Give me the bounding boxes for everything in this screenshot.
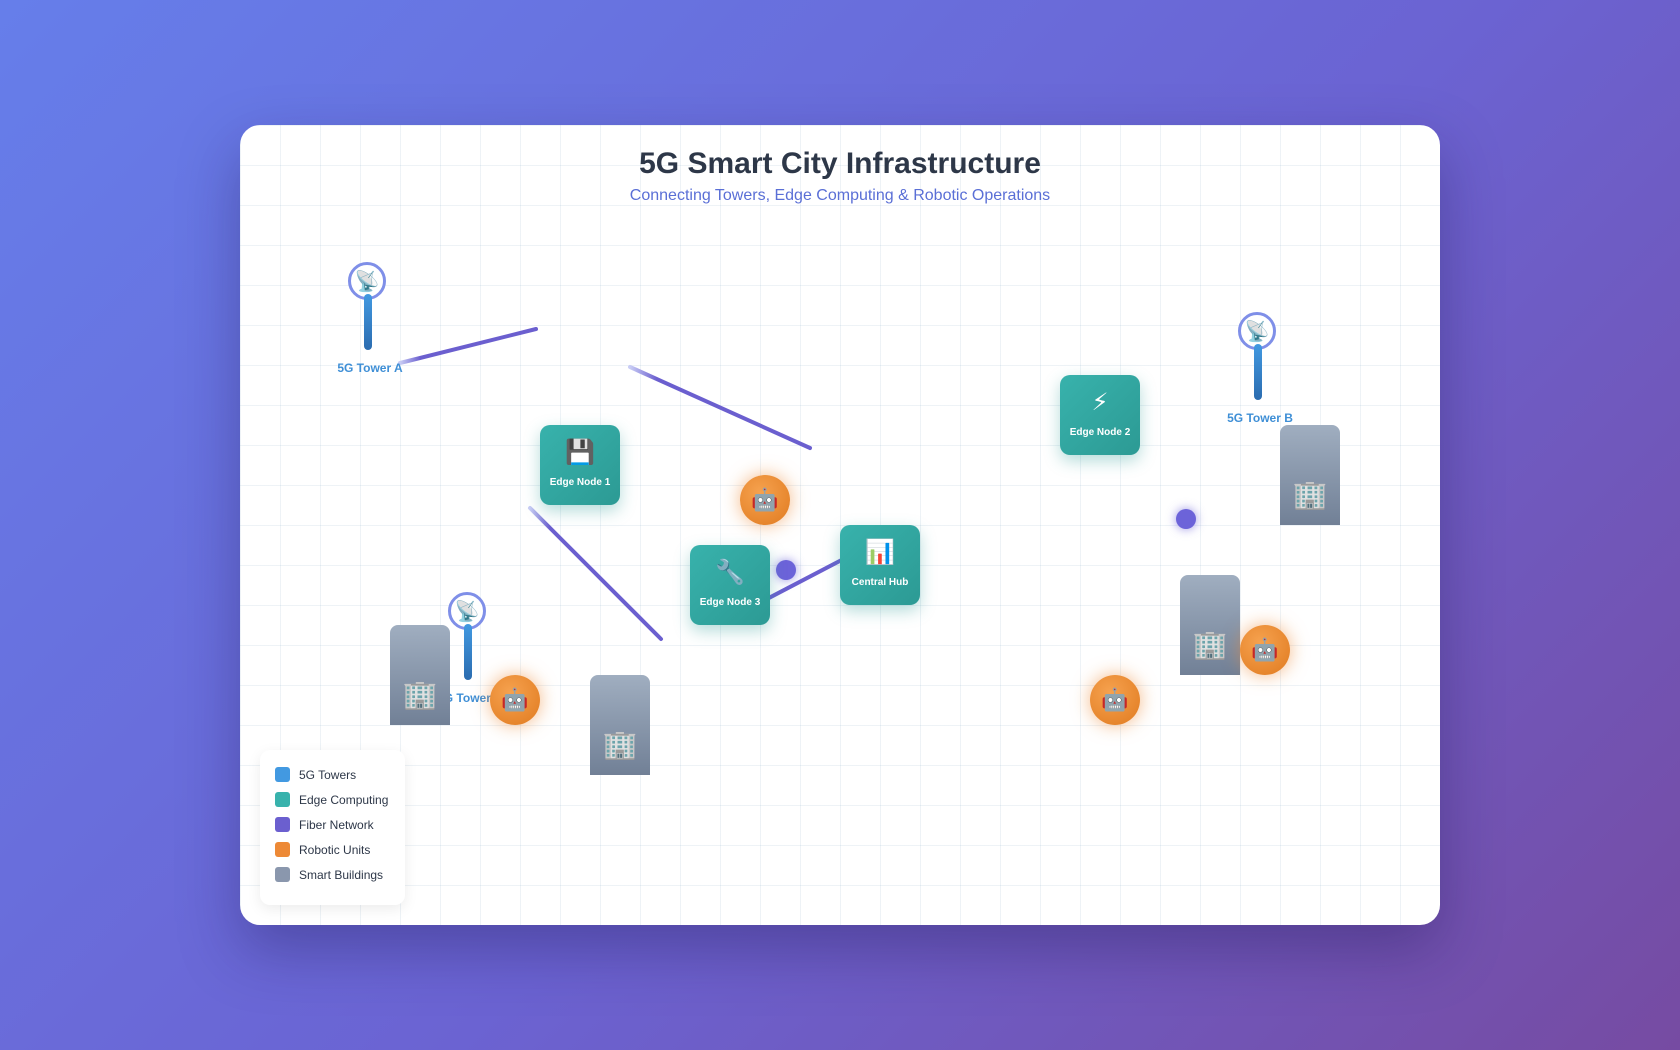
legend-label: Edge Computing — [299, 792, 389, 807]
data-packet — [776, 560, 796, 580]
smart-building[interactable]: 🏢 — [1280, 425, 1340, 525]
robot-icon: 🤖 — [1251, 637, 1279, 662]
lightning-icon: ⚡ — [1091, 389, 1109, 416]
smart-building[interactable]: 🏢 — [390, 625, 450, 725]
edge-node-2[interactable]: ⚡ Edge Node 2 — [1060, 375, 1140, 455]
robotic-unit[interactable]: 🤖 — [490, 675, 540, 725]
satellite-antenna-icon: 📡 — [348, 262, 386, 300]
edge-node-label: Edge Node 3 — [699, 597, 761, 608]
bar-chart-icon: 📊 — [865, 539, 895, 566]
legend: 5G Towers Edge Computing Fiber Network R… — [260, 750, 405, 905]
legend-item-buildings: Smart Buildings — [275, 862, 390, 887]
legend-swatch — [275, 867, 290, 882]
robot-icon: 🤖 — [751, 487, 779, 512]
tower-mast — [464, 624, 472, 680]
robot-icon: 🤖 — [501, 687, 529, 712]
legend-item-fiber: Fiber Network — [275, 812, 390, 837]
tower-label: 5G Tower B — [1227, 411, 1293, 425]
legend-item-towers: 5G Towers — [275, 762, 390, 787]
fiber-links — [398, 325, 880, 675]
legend-label: Smart Buildings — [299, 867, 384, 882]
robotic-unit[interactable]: 🤖 — [740, 475, 790, 525]
satellite-antenna-icon: 📡 — [1238, 312, 1276, 350]
legend-label: Fiber Network — [299, 817, 374, 832]
floppy-disk-icon: 💾 — [565, 439, 595, 466]
tower-label: 5G Tower A — [337, 361, 403, 375]
smart-building[interactable]: 🏢 — [1180, 575, 1240, 675]
tower-label: 5G Tower C — [437, 691, 503, 705]
legend-item-robots: Robotic Units — [275, 837, 390, 862]
legend-swatch — [275, 792, 290, 807]
diagram-canvas: 5G Smart City Infrastructure Connecting … — [240, 125, 1440, 925]
edge-node-label: Central Hub — [851, 577, 909, 588]
page-subtitle: Connecting Towers, Edge Computing & Robo… — [629, 187, 1051, 204]
building-icon: 🏢 — [602, 729, 638, 760]
building-icon: 🏢 — [402, 679, 438, 710]
fiber-link — [528, 506, 663, 641]
central-hub[interactable]: 📊 Central Hub — [840, 525, 920, 605]
legend-label: 5G Towers — [299, 767, 357, 782]
building-icon: 🏢 — [1292, 479, 1328, 510]
data-packet — [1176, 509, 1196, 529]
edge-node-label: Edge Node 1 — [549, 477, 611, 488]
robotic-unit[interactable]: 🤖 — [1240, 625, 1290, 675]
edge-node-1[interactable]: 💾 Edge Node 1 — [540, 425, 620, 505]
robotic-unit[interactable]: 🤖 — [1090, 675, 1140, 725]
edge-node-3[interactable]: 🔧 Edge Node 3 — [690, 545, 770, 625]
robot-icon: 🤖 — [1101, 687, 1129, 712]
smart-building[interactable]: 🏢 — [590, 675, 650, 775]
fiber-link — [398, 327, 538, 365]
tower-mast — [364, 294, 372, 350]
wrench-icon: 🔧 — [715, 559, 745, 586]
legend-swatch — [275, 842, 290, 857]
tower-mast — [1254, 344, 1262, 400]
legend-item-edge: Edge Computing — [275, 787, 390, 812]
legend-swatch — [275, 767, 290, 782]
page-title: 5G Smart City Infrastructure — [639, 147, 1041, 180]
fiber-link — [628, 365, 812, 450]
building-icon: 🏢 — [1192, 629, 1228, 660]
legend-label: Robotic Units — [299, 842, 371, 857]
legend-swatch — [275, 817, 290, 832]
edge-node-label: Edge Node 2 — [1069, 427, 1131, 438]
